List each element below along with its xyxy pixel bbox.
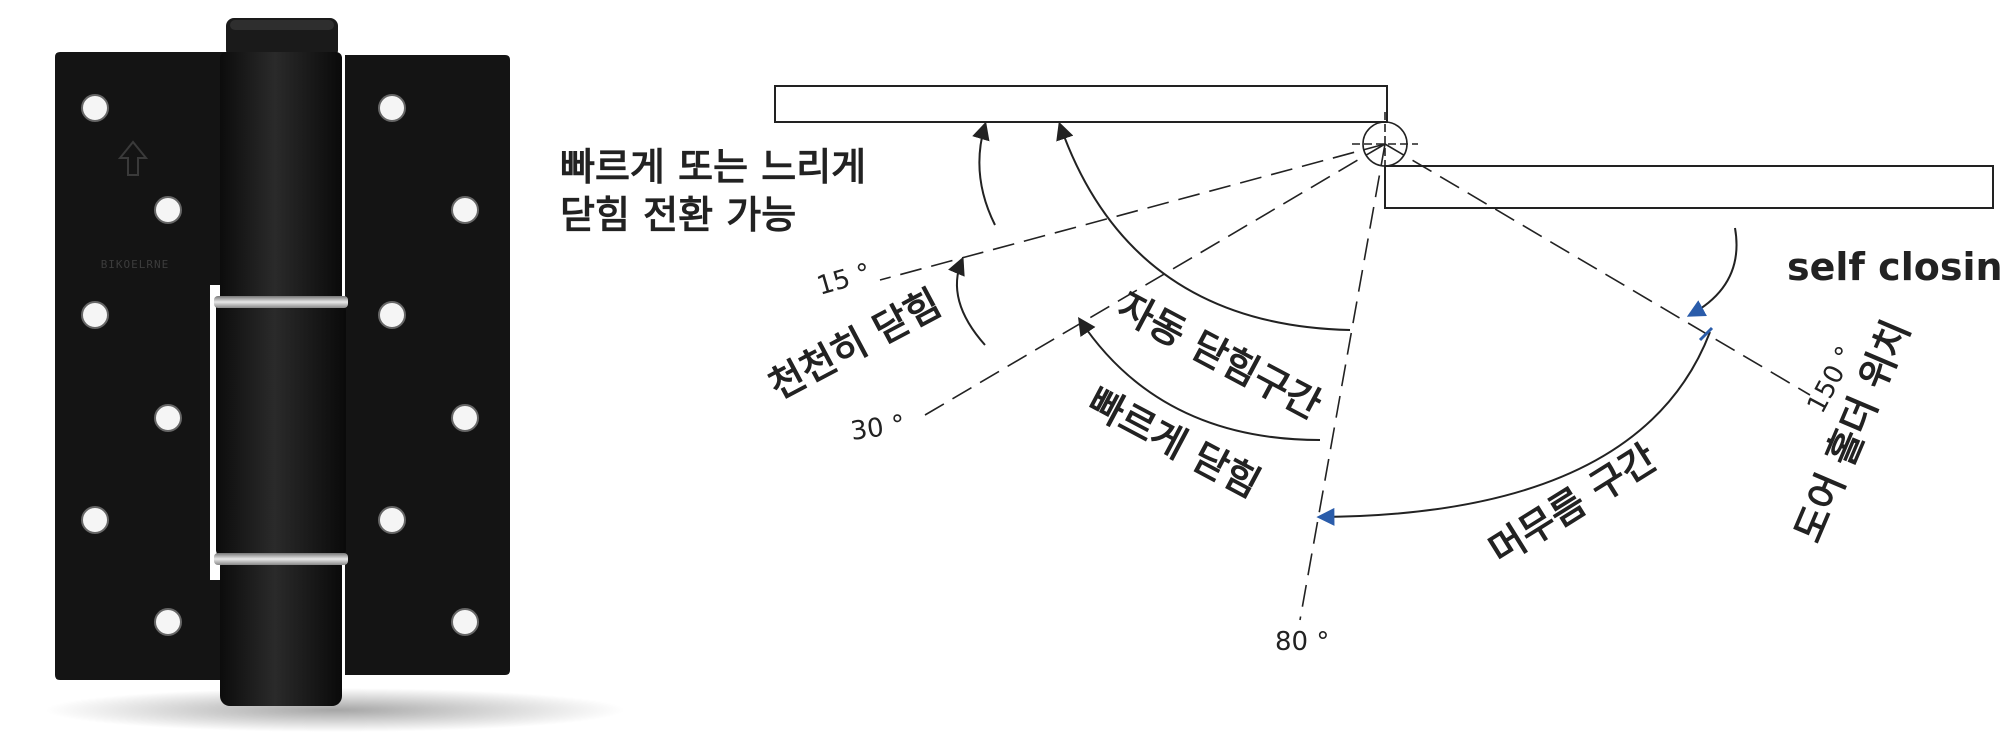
ray-15-degree <box>879 143 1386 281</box>
arc-hold-zone <box>1316 331 1711 526</box>
switch-note-line2: 닫힘 전환 가능 <box>560 193 796 237</box>
door-panel-open <box>774 85 1388 123</box>
hinge-brand-stamp: BIKOELRNE <box>101 258 170 271</box>
door-panel-closed <box>1384 165 1994 209</box>
label-hold-zone: 머무름 구간 <box>1481 436 1664 573</box>
label-door-holder-position: 도어 홀더 위치 <box>1786 314 1919 549</box>
door-hinge-image: BIKOELRNE <box>45 18 625 732</box>
arc-slow-close-upper <box>972 121 996 226</box>
label-slow-close: 천천히 닫힘 <box>762 281 949 408</box>
angle-label-15: 15 ° <box>814 258 875 302</box>
label-fast-close: 빠르게 닫힘 <box>1081 379 1268 506</box>
barrel-ring-lower <box>214 553 348 565</box>
hinge-shadow <box>45 688 625 732</box>
hold-zone-start-marker <box>1698 326 1714 342</box>
label-self-closing: self closing <box>1787 245 2000 289</box>
angle-label-80: 80 ° <box>1275 627 1329 657</box>
ray-150-degree <box>1384 143 1811 396</box>
left-leaf-screw-holes <box>81 94 182 636</box>
angle-label-30: 30 ° <box>849 410 907 447</box>
hinge-right-leaf <box>345 55 510 675</box>
right-leaf-screw-holes <box>378 94 479 636</box>
diagram-labels: 빠르게 또는 느리게 닫힘 전환 가능 15 ° 30 ° 80 ° 150 °… <box>560 145 2000 657</box>
arc-self-closing <box>1686 227 1738 317</box>
opening-angle-diagram <box>774 85 1994 621</box>
arc-auto-close <box>1056 121 1351 331</box>
barrel-ring-upper <box>214 296 348 308</box>
arc-slow-close-lower <box>948 256 986 346</box>
up-arrow-icon <box>117 140 149 176</box>
ray-30-degree <box>924 143 1386 416</box>
switch-note-line1: 빠르게 또는 느리게 <box>560 145 866 189</box>
ray-80-degree <box>1299 143 1386 621</box>
hinge-barrel <box>214 18 348 706</box>
hinge-left-leaf <box>55 52 228 680</box>
arc-fast-close <box>1078 317 1321 441</box>
